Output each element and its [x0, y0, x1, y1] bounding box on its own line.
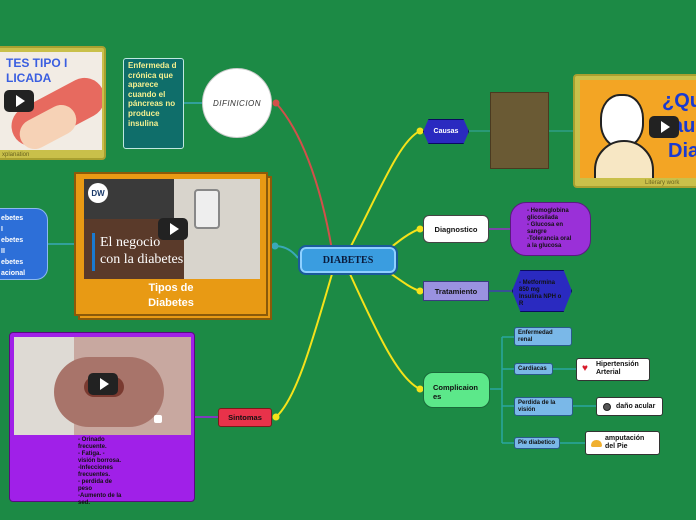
video-caption: xplanation [2, 152, 30, 158]
definicion-node[interactable]: DIFINICION [202, 68, 272, 138]
center-label: DIABETES [322, 254, 374, 266]
tipos-list-item: I [1, 226, 3, 233]
tratamiento-bubble-line: R [519, 301, 524, 307]
play-button-icon[interactable] [649, 116, 679, 138]
tipos-video-title-line2: con la diabetes [100, 252, 184, 267]
complicacion-detail-ocular[interactable]: daño acular [596, 397, 663, 416]
sintomas-list-line: - perdida de [78, 479, 113, 485]
tipos-list-item: II [1, 248, 5, 255]
video-title-line2: LICADA [6, 71, 52, 85]
sintomas-card[interactable]: - Orinado frecuente. - Fatiga. - visión … [9, 332, 195, 506]
definicion-label: DIFINICION [212, 98, 262, 108]
tipos-list-item: ebetes [1, 259, 24, 266]
complicacion-detail: amputación del Pie [605, 435, 645, 450]
sintomas-list-line: visión borrosa. [78, 458, 122, 464]
video-title-line1: TES TIPO I [6, 56, 68, 70]
tratamiento-bubble[interactable]: - Metformina 850 mg Insulina NPH o R [512, 270, 572, 312]
causas-node[interactable]: Causas [423, 119, 469, 144]
play-button-icon[interactable] [88, 373, 118, 395]
sintomas-list-line: - Fatiga. - [78, 451, 105, 457]
tipos-title-line2: Diabetes [148, 297, 194, 309]
definicion-text-box[interactable]: Enfermeda d crónica que aparece cuando e… [123, 58, 184, 149]
top-left-video-card[interactable]: TES TIPO I LICADA xplanation [0, 46, 106, 160]
complicacion-item-pie[interactable]: Pie diabetico [514, 437, 560, 449]
dw-logo-icon: DW [88, 183, 108, 203]
causas-note[interactable] [490, 92, 549, 169]
sintomas-list-line: frecuente. [78, 444, 107, 450]
play-button-icon[interactable] [4, 90, 34, 112]
complicacion-detail: Hipertensión Arterial [596, 361, 639, 376]
sintomas-list-line: peso [78, 486, 93, 492]
complicacion-item-renal[interactable]: Enfermedad renal [514, 327, 572, 346]
tipos-list-box[interactable]: ebetes I ebetes II ebetes acional [0, 208, 48, 280]
causas-video-caption: Literary work [645, 180, 680, 186]
tratamiento-node[interactable]: Tratamiento [423, 281, 489, 301]
diagnostico-bubble-line: -Tolerancia oral [527, 236, 572, 242]
sintomas-label: Sintomas [228, 413, 262, 422]
complicaciones-label-line1: Complicaion [433, 383, 479, 392]
causas-video-text: Diab [668, 140, 696, 162]
diagnostico-node[interactable]: Diagnostico [423, 215, 489, 243]
complicacion-label: Cardiacas [518, 366, 547, 372]
complicacion-item-cardiacas[interactable]: Cardiacas [514, 363, 553, 375]
sintomas-node[interactable]: Sintomas [218, 408, 272, 427]
causas-video-card[interactable]: ¿Qu aus Diab Literary work [573, 74, 696, 188]
diagnostico-bubble-line: - Glucosa en [527, 222, 564, 228]
diagnostico-bubble-line: sangre [527, 229, 547, 235]
sintomas-list-line: sed. [78, 500, 91, 506]
tipos-title-line1: Tipos de [148, 282, 194, 294]
complicacion-label: Perdida de la visión [518, 400, 556, 413]
diagnostico-bubble-line: glicosilada [527, 215, 559, 221]
eye-icon [603, 403, 611, 411]
sintomas-list-line: -Infecciones [78, 465, 114, 471]
diagnostico-bubble-line: - Hemoglobina [527, 208, 569, 214]
causas-video-text: ¿Qu [662, 90, 696, 112]
video-thumbnail: TES TIPO I LICADA [0, 52, 102, 150]
causas-label: Causas [433, 128, 459, 135]
diagnostico-bubble-line: a la glucosa [527, 243, 562, 249]
tratamiento-bubble-line: - Metformina [519, 280, 555, 286]
foot-icon [591, 440, 602, 447]
complicacion-label: Pie diabetico [518, 440, 556, 446]
tratamiento-label: Tratamiento [434, 286, 478, 296]
broken-heart-icon: ♥ [582, 363, 588, 374]
complicacion-detail-hipertension[interactable]: ♥ Hipertensión Arterial [576, 358, 650, 381]
tipos-list-item: acional [1, 270, 26, 277]
complicaciones-node[interactable]: Complicaion es [423, 372, 490, 408]
sintomas-list-line: frecuentes. [78, 472, 111, 478]
sintomas-list-line: -Aumento de la [78, 493, 122, 499]
tipos-list-item: ebetes [1, 237, 24, 244]
tipos-video-title-line1: El negocio [100, 235, 161, 250]
tratamiento-bubble-line: Insulina NPH o [519, 294, 562, 300]
complicacion-label: Enfermedad renal [518, 330, 553, 343]
diagnostico-label: Diagnostico [434, 224, 478, 234]
play-button-icon[interactable] [158, 218, 188, 240]
complicacion-item-vision[interactable]: Perdida de la visión [514, 397, 573, 416]
center-node[interactable]: DIABETES [298, 245, 398, 275]
complicacion-detail-amputacion[interactable]: amputación del Pie [585, 431, 660, 455]
diagnostico-bubble[interactable]: - Hemoglobina glicosilada - Glucosa en s… [510, 202, 591, 256]
complicacion-detail: daño acular [616, 403, 656, 410]
sintomas-list-line: - Orinado [78, 437, 105, 443]
definicion-text: Enfermeda d crónica que aparece cuando e… [128, 61, 177, 128]
tratamiento-bubble-line: 850 mg [519, 287, 540, 293]
complicaciones-label-line2: es [433, 392, 442, 401]
tipos-list-item: ebetes [1, 215, 24, 222]
tipos-card[interactable]: DW El negocio con la diabetes Tipos de D… [74, 172, 268, 316]
sintomas-list: - Orinado frecuente. - Fatiga. - visión … [78, 437, 138, 507]
